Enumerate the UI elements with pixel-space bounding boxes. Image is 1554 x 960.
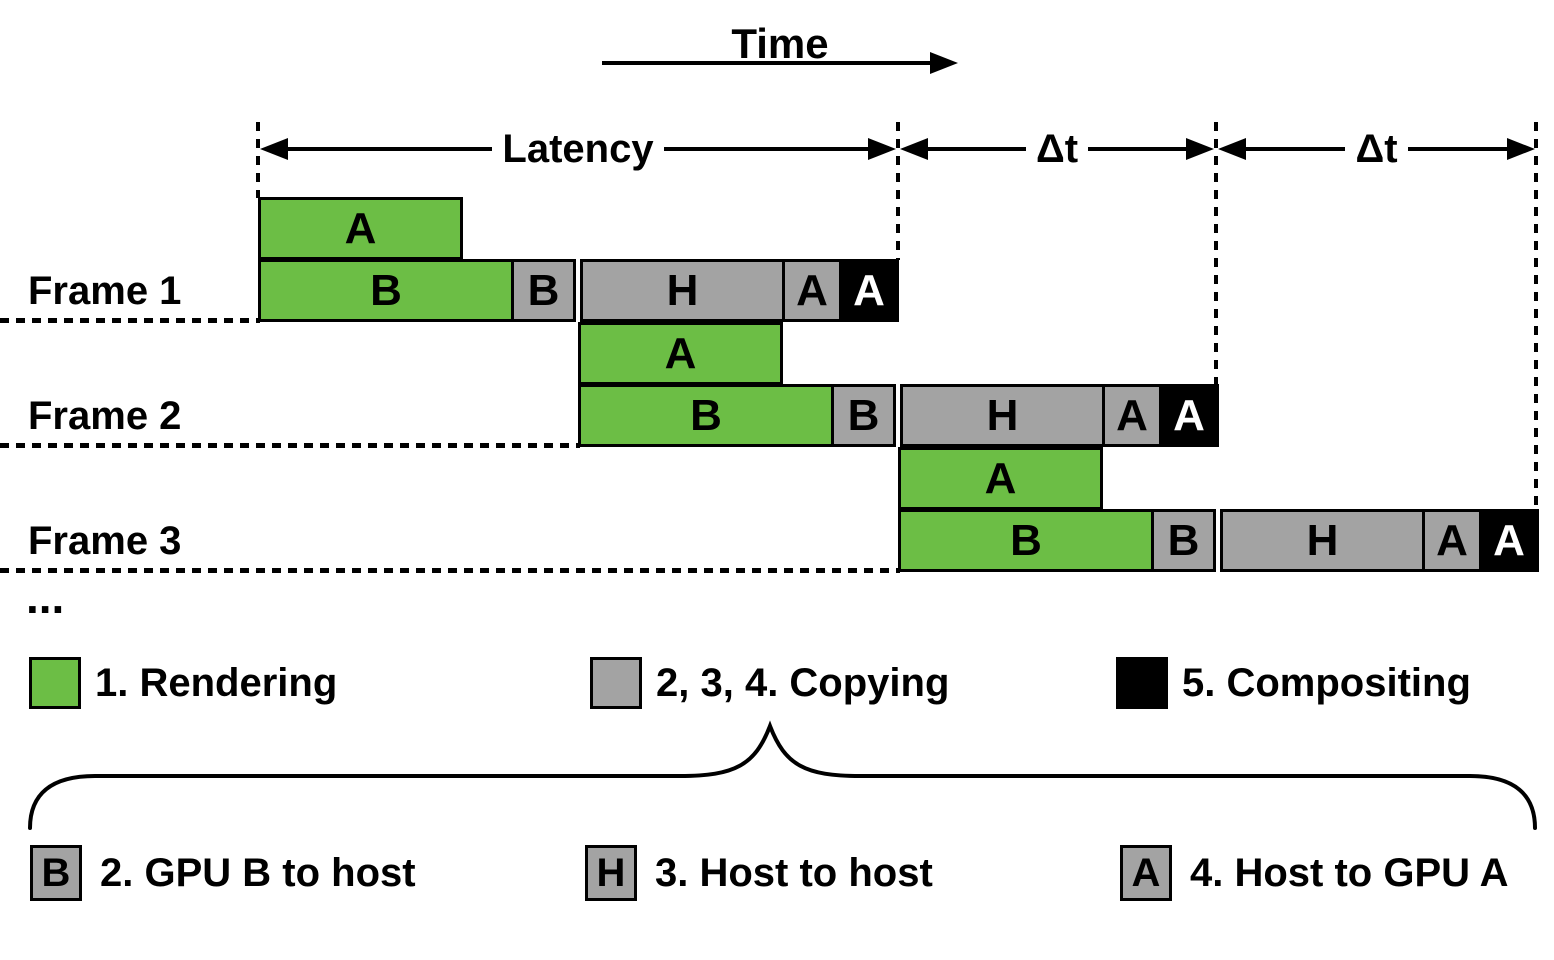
block-letter: A — [664, 328, 697, 378]
dashed-guide-latency-end — [896, 122, 900, 260]
latency-line-right — [663, 147, 869, 151]
dt2-label: Δt — [1355, 127, 1398, 171]
copy-detail-gpu-b-box: B — [30, 845, 82, 901]
block-letter: A — [1116, 390, 1148, 440]
block-letter: B — [690, 390, 722, 440]
block-letter: B — [370, 265, 402, 315]
latency-span: Latency — [260, 127, 897, 171]
block-letter: H — [986, 390, 1019, 440]
dashed-guide-frame-start — [256, 122, 260, 198]
block-letter: B — [847, 390, 880, 440]
dashed-guide-dt1-end — [1214, 122, 1218, 385]
block-letter: B — [1167, 515, 1200, 565]
block-letter: B — [527, 265, 560, 315]
frame2-composite-block: A — [1159, 384, 1219, 447]
frame-3-label: Frame 3 — [28, 519, 182, 563]
frame3-copy-gpu-a-block: A — [1422, 509, 1482, 572]
dt-span-1: Δt — [900, 127, 1215, 171]
dt2-line-left — [1246, 147, 1346, 151]
legend-copying-label: 2, 3, 4. Copying — [656, 661, 950, 705]
legend-compositing-label: 5. Compositing — [1182, 661, 1471, 705]
block-letter: A — [1436, 515, 1468, 565]
continuation-ellipsis: ... — [26, 571, 65, 623]
time-label: Time — [731, 20, 829, 67]
frame3-render-a-block: A — [898, 447, 1103, 510]
time-arrow-shaft — [602, 61, 932, 65]
frame1-render-a-block: A — [258, 197, 463, 260]
frame2-render-a-block: A — [578, 322, 783, 385]
copy-detail-gpu-a-label: 4. Host to GPU A — [1190, 851, 1509, 895]
frame-1-label: Frame 1 — [28, 269, 182, 313]
copy-detail-gpu-b-label: 2. GPU B to host — [100, 851, 416, 895]
frame-2-label: Frame 2 — [28, 394, 182, 438]
dt2-line-right — [1407, 147, 1508, 151]
copy-detail-host-box: H — [585, 845, 637, 901]
latency-line-left — [288, 147, 493, 151]
block-letter: A — [1173, 390, 1205, 440]
copy-detail-gpu-a-glyph: A — [1131, 850, 1161, 895]
legend-copying-swatch — [590, 657, 642, 709]
copy-detail-host-label: 3. Host to host — [655, 851, 933, 895]
legend-rendering-swatch — [29, 657, 81, 709]
frame3-render-b-block: B — [898, 509, 1154, 572]
block-letter: A — [796, 265, 828, 315]
latency-arrowhead-left-icon — [260, 138, 288, 160]
copy-detail-gpu-b-glyph: B — [41, 850, 71, 895]
block-letter: A — [984, 453, 1017, 503]
frame1-composite-block: A — [839, 259, 899, 322]
dt2-arrowhead-left-icon — [1218, 138, 1246, 160]
dt1-arrowhead-left-icon — [900, 138, 928, 160]
dt1-label: Δt — [1035, 127, 1079, 171]
dt1-arrowhead-right-icon — [1186, 138, 1215, 160]
frame2-render-b-block: B — [578, 384, 834, 447]
block-letter: A — [344, 203, 377, 253]
dt-span-2: Δt — [1218, 127, 1536, 171]
block-letter: H — [666, 265, 699, 315]
dt2-arrowhead-right-icon — [1507, 138, 1536, 160]
time-arrowhead-right-icon — [930, 52, 958, 74]
frame-1-baseline — [0, 318, 260, 323]
dt1-line-right — [1088, 147, 1187, 151]
block-letter: H — [1306, 515, 1339, 565]
latency-label: Latency — [502, 127, 654, 171]
frame1-copy-gpu-a-block: A — [782, 259, 842, 322]
frame1-copy-host-block: H — [580, 259, 785, 322]
block-letter: B — [1010, 515, 1042, 565]
block-letter: A — [853, 265, 885, 315]
frame1-copy-gpu-b-block: B — [511, 259, 576, 322]
dt1-line-left — [928, 147, 1026, 151]
frame-2-baseline — [0, 443, 580, 448]
copy-detail-host-glyph: H — [596, 850, 626, 895]
copy-detail-gpu-a-box: A — [1120, 845, 1172, 901]
latency-arrowhead-right-icon — [868, 138, 897, 160]
copying-brace — [28, 720, 1537, 830]
frame2-copy-gpu-a-block: A — [1102, 384, 1162, 447]
legend-rendering-label: 1. Rendering — [95, 661, 338, 705]
frame3-copy-host-block: H — [1220, 509, 1425, 572]
frame-3-baseline — [0, 568, 900, 573]
frame1-render-b-block: B — [258, 259, 514, 322]
frame2-copy-host-block: H — [900, 384, 1105, 447]
frame3-copy-gpu-b-block: B — [1151, 509, 1216, 572]
frame3-composite-block: A — [1479, 509, 1539, 572]
frame2-copy-gpu-b-block: B — [831, 384, 896, 447]
legend-compositing-swatch — [1116, 657, 1168, 709]
block-letter: A — [1493, 515, 1525, 565]
dashed-guide-dt2-end — [1534, 122, 1538, 510]
